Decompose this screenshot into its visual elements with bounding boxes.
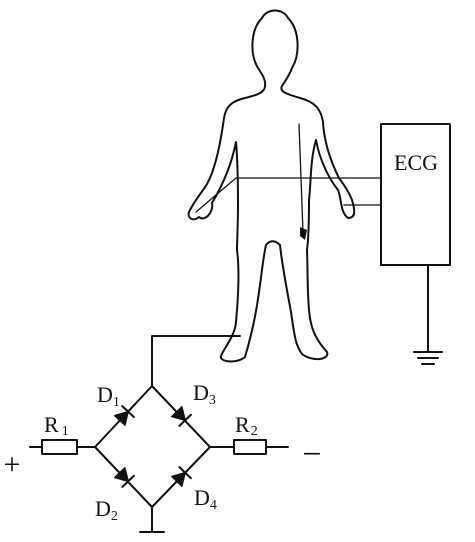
resistor-r2 (233, 439, 267, 455)
label-d1: D1 (97, 382, 120, 410)
lead-wire-left-wrist (195, 177, 382, 213)
label-d2: D2 (95, 496, 118, 524)
terminal-positive: + (4, 448, 21, 481)
label-d3: D3 (193, 380, 216, 408)
label-r2: R2 (235, 412, 258, 439)
diode-d2 (114, 467, 135, 488)
resistor-r1 (41, 439, 78, 455)
lead-wire-vertical (298, 123, 304, 233)
label-d4: D4 (194, 485, 217, 513)
leg-electrode-wire (151, 335, 241, 387)
ecg-label: ECG (394, 150, 438, 175)
electrode-mark (300, 227, 307, 240)
diode-d3 (171, 406, 192, 427)
diode-d4 (171, 466, 192, 487)
terminal-negative: − (302, 436, 321, 473)
ecg-box (380, 123, 451, 266)
human-body-outline (187, 9, 356, 363)
diode-d1 (114, 405, 135, 426)
